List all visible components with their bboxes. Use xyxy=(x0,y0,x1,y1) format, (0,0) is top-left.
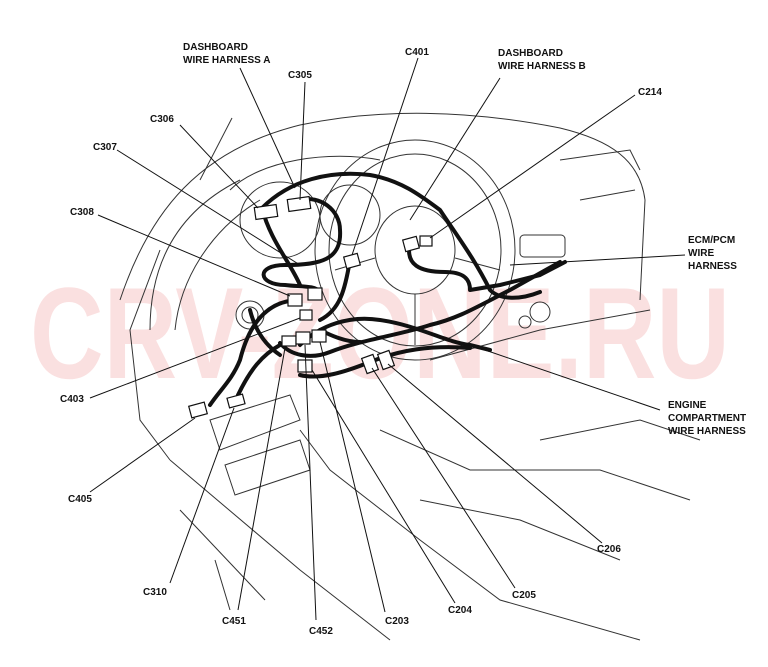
label-c451: C451 xyxy=(222,616,246,627)
connector-c452 xyxy=(295,331,311,345)
label-c205: C205 xyxy=(512,590,536,601)
label-c403: C403 xyxy=(60,394,84,405)
label-c307: C307 xyxy=(93,142,117,153)
connector-c214b xyxy=(419,235,433,247)
label-c214: C214 xyxy=(638,87,662,98)
connector-c401 xyxy=(342,252,362,270)
label-c308: C308 xyxy=(70,207,94,218)
label-c306: C306 xyxy=(150,114,174,125)
connector-c403 xyxy=(299,309,313,321)
connector-c451 xyxy=(281,335,297,347)
connector-c214 xyxy=(401,235,421,253)
label-c452: C452 xyxy=(309,626,333,637)
label-engine-compartment: ENGINE COMPARTMENT WIRE HARNESS xyxy=(668,400,749,437)
label-dashboard-b: DASHBOARD WIRE HARNESS B xyxy=(498,48,586,72)
connector-c203 xyxy=(311,329,327,343)
label-c310: C310 xyxy=(143,587,167,598)
leader-lines xyxy=(89,57,686,621)
label-c305: C305 xyxy=(288,70,312,81)
label-ecm-pcm: ECM/PCM WIRE HARNESS xyxy=(688,235,738,272)
connector-c305 xyxy=(286,195,312,213)
connector-c206 xyxy=(376,349,396,371)
watermark: CRV-ZONE.RU xyxy=(30,260,730,406)
label-c405: C405 xyxy=(68,494,92,505)
label-c401: C401 xyxy=(405,47,429,58)
connectors xyxy=(187,195,433,419)
labels: DASHBOARD WIRE HARNESS A DASHBOARD WIRE … xyxy=(60,42,749,637)
connector-c310 xyxy=(226,393,246,409)
connector-c204 xyxy=(297,359,313,373)
label-c204: C204 xyxy=(448,605,472,616)
label-c206: C206 xyxy=(597,544,621,555)
connector-c307 xyxy=(307,287,323,301)
connector-c306 xyxy=(253,203,279,221)
wire-harnesses xyxy=(208,171,567,407)
connector-c205 xyxy=(360,353,380,375)
label-c203: C203 xyxy=(385,616,409,627)
label-dashboard-a: DASHBOARD WIRE HARNESS A xyxy=(183,42,270,66)
connector-c308 xyxy=(287,293,303,307)
connector-c405 xyxy=(187,401,209,419)
